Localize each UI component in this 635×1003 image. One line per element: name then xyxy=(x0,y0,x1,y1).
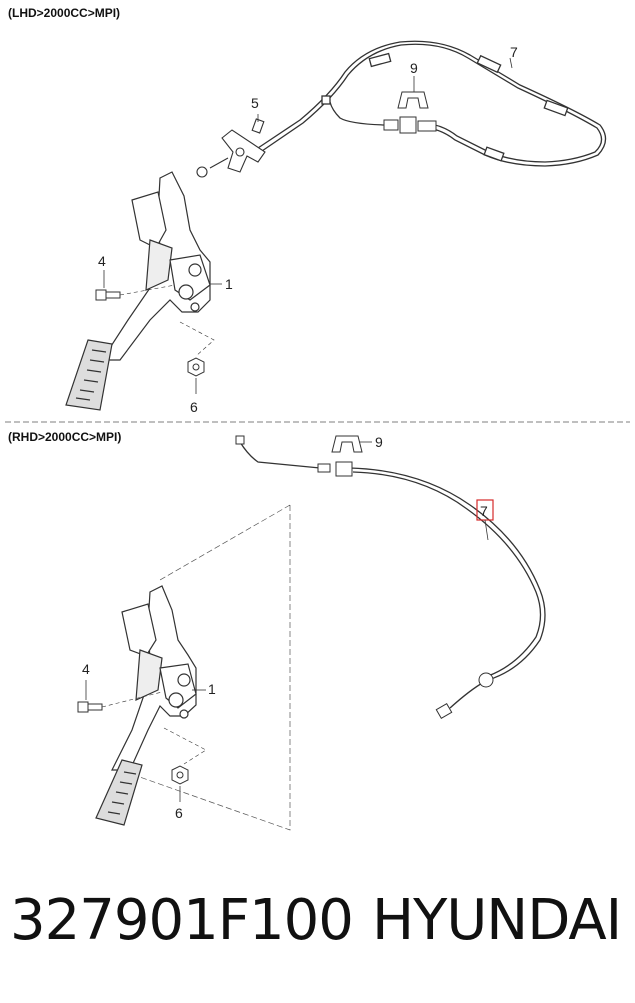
leader-line xyxy=(179,321,215,357)
callout-5: 5 xyxy=(251,95,259,111)
leader-line xyxy=(119,284,176,296)
leader-line xyxy=(163,727,207,765)
callout-6: 6 xyxy=(175,805,183,821)
leader-line xyxy=(101,691,163,708)
nut-part xyxy=(171,765,189,785)
brand-name: HYUNDAI xyxy=(372,888,622,953)
firewall-outline xyxy=(119,504,291,831)
clip-part xyxy=(331,435,363,453)
leader-line xyxy=(509,57,513,69)
nut-part xyxy=(187,357,205,377)
cable-bracket-lhd xyxy=(196,118,266,178)
accelerator-cable-rhd xyxy=(239,441,546,709)
leader-line xyxy=(484,519,489,541)
callout-9: 9 xyxy=(410,60,418,76)
accelerator-pedal-lhd xyxy=(65,171,211,411)
bolt-part xyxy=(95,289,121,301)
callout-1: 1 xyxy=(208,681,216,697)
callout-6: 6 xyxy=(190,399,198,415)
accelerator-pedal-rhd xyxy=(95,585,197,826)
section-title-rhd: (RHD>2000CC>MPI) xyxy=(8,430,121,444)
callout-9: 9 xyxy=(375,434,383,450)
bolt-part xyxy=(77,701,103,713)
callout-4: 4 xyxy=(98,253,106,269)
part-number: 327901F100 xyxy=(10,888,354,953)
callout-4: 4 xyxy=(82,661,90,677)
clip-part xyxy=(397,91,429,109)
accelerator-cable-lhd xyxy=(257,40,607,167)
callout-7-highlighted: 7 xyxy=(480,503,488,519)
callout-1: 1 xyxy=(225,276,233,292)
callout-7: 7 xyxy=(510,44,518,60)
cable-adjuster-nut xyxy=(383,116,437,134)
cable-ends-rhd xyxy=(235,435,494,720)
section-title-lhd: (LHD>2000CC>MPI) xyxy=(8,6,120,20)
